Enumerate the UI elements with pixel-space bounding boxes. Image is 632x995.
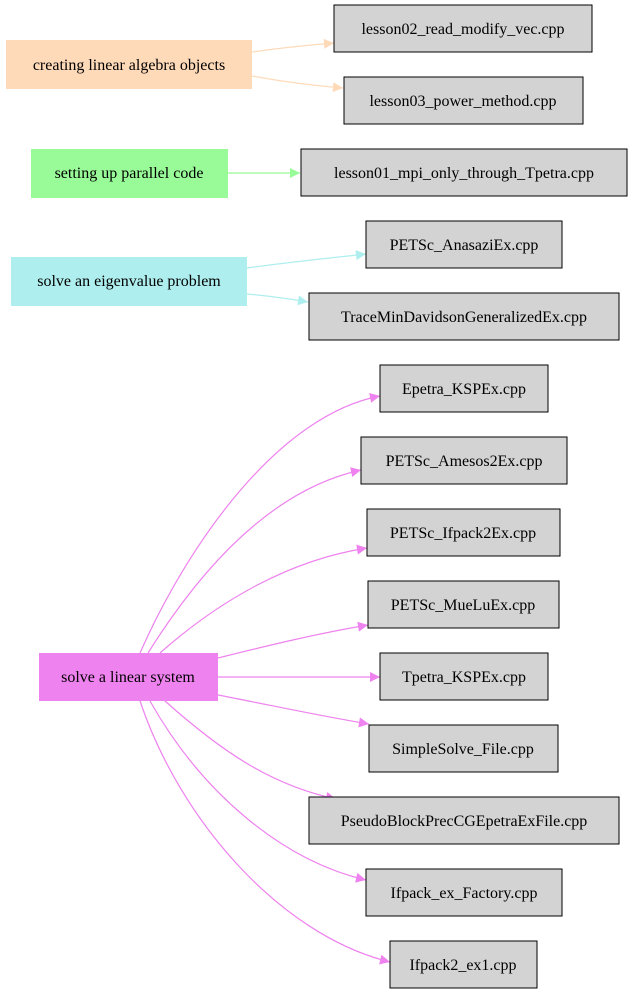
edge-linear-petsc-amesos2 bbox=[147, 467, 362, 654]
topic-node-eigen-label: solve an eigenvalue problem bbox=[37, 273, 221, 290]
edge-linear-petsc-muelu bbox=[217, 621, 369, 659]
edge-eigen-petsc-anasazi bbox=[246, 250, 367, 269]
edges bbox=[139, 38, 391, 965]
file-node-simplesolve[interactable]: SimpleSolve_File.cpp bbox=[368, 724, 559, 773]
topic-node-creating-box bbox=[6, 40, 252, 89]
file-node-petsc-muelu[interactable]: PETSc_MueLuEx.cpp bbox=[367, 580, 560, 629]
edge-creating-lesson03 bbox=[251, 75, 344, 93]
edge-linear-ifpack2-ex1 bbox=[139, 700, 391, 965]
file-node-lesson02-label: lesson02_read_modify_vec.cpp bbox=[361, 21, 564, 38]
file-node-lesson03-label: lesson03_power_method.cpp bbox=[369, 93, 556, 110]
file-node-petsc-anasazi-label: PETSc_AnasaziEx.cpp bbox=[390, 237, 539, 254]
edge-linear-pseudoblock bbox=[164, 700, 337, 802]
file-nodes: lesson02_read_modify_vec.cpp lesson03_po… bbox=[300, 4, 628, 989]
file-node-tpetra-ksp[interactable]: Tpetra_KSPEx.cpp bbox=[379, 652, 549, 701]
file-node-petsc-amesos2-label: PETSc_Amesos2Ex.cpp bbox=[386, 453, 543, 470]
file-node-ifpack2-ex1[interactable]: Ifpack2_ex1.cpp bbox=[389, 940, 538, 989]
topic-node-parallel-box bbox=[31, 149, 228, 198]
file-node-ifpack-factory-label: Ifpack_ex_Factory.cpp bbox=[391, 885, 538, 902]
edge-eigen-tracemin bbox=[246, 293, 309, 306]
file-node-petsc-amesos2[interactable]: PETSc_Amesos2Ex.cpp bbox=[360, 436, 568, 485]
file-node-petsc-muelu-label: PETSc_MueLuEx.cpp bbox=[391, 597, 535, 614]
topic-node-linear[interactable]: solve a linear system bbox=[39, 653, 218, 701]
topic-node-parallel-label: setting up parallel code bbox=[55, 165, 204, 182]
topic-node-linear-box bbox=[39, 653, 218, 701]
file-node-simplesolve-label: SimpleSolve_File.cpp bbox=[392, 741, 534, 758]
topic-nodes: creating linear algebra objects setting … bbox=[6, 40, 252, 701]
file-node-lesson02[interactable]: lesson02_read_modify_vec.cpp bbox=[333, 4, 593, 53]
topic-node-eigen-box bbox=[11, 257, 247, 306]
file-node-lesson01-label: lesson01_mpi_only_through_Tpetra.cpp bbox=[334, 165, 594, 182]
edge-linear-petsc-ifpack2 bbox=[159, 544, 368, 654]
file-node-ifpack-factory[interactable]: Ifpack_ex_Factory.cpp bbox=[365, 868, 563, 917]
edge-linear-epetra-ksp bbox=[139, 392, 381, 654]
file-node-petsc-ifpack2-label: PETSc_Ifpack2Ex.cpp bbox=[390, 525, 536, 542]
topic-node-eigen[interactable]: solve an eigenvalue problem bbox=[11, 257, 247, 306]
file-node-tracemin[interactable]: TraceMinDavidsonGeneralizedEx.cpp bbox=[308, 292, 620, 341]
file-node-tpetra-ksp-label: Tpetra_KSPEx.cpp bbox=[402, 669, 526, 686]
topic-node-linear-label: solve a linear system bbox=[61, 669, 195, 686]
file-node-lesson01[interactable]: lesson01_mpi_only_through_Tpetra.cpp bbox=[300, 148, 628, 197]
file-node-pseudoblock-label: PseudoBlockPrecCGEpetraExFile.cpp bbox=[341, 813, 588, 830]
file-node-ifpack2-ex1-label: Ifpack2_ex1.cpp bbox=[409, 957, 516, 974]
file-node-epetra-ksp-label: Epetra_KSPEx.cpp bbox=[402, 381, 526, 398]
edge-creating-lesson02 bbox=[251, 38, 335, 53]
file-node-lesson03[interactable]: lesson03_power_method.cpp bbox=[343, 76, 584, 125]
file-node-petsc-ifpack2[interactable]: PETSc_Ifpack2Ex.cpp bbox=[366, 508, 561, 557]
edge-linear-ifpack-factory bbox=[149, 700, 367, 883]
topic-node-creating[interactable]: creating linear algebra objects bbox=[6, 40, 252, 89]
file-node-petsc-anasazi[interactable]: PETSc_AnasaziEx.cpp bbox=[365, 220, 563, 269]
file-node-tracemin-label: TraceMinDavidsonGeneralizedEx.cpp bbox=[341, 309, 587, 326]
edge-linear-simplesolve bbox=[217, 694, 370, 728]
file-node-epetra-ksp[interactable]: Epetra_KSPEx.cpp bbox=[379, 364, 549, 413]
topic-node-parallel[interactable]: setting up parallel code bbox=[31, 149, 228, 198]
file-node-pseudoblock[interactable]: PseudoBlockPrecCGEpetraExFile.cpp bbox=[308, 796, 620, 845]
topic-node-creating-label: creating linear algebra objects bbox=[33, 57, 225, 74]
